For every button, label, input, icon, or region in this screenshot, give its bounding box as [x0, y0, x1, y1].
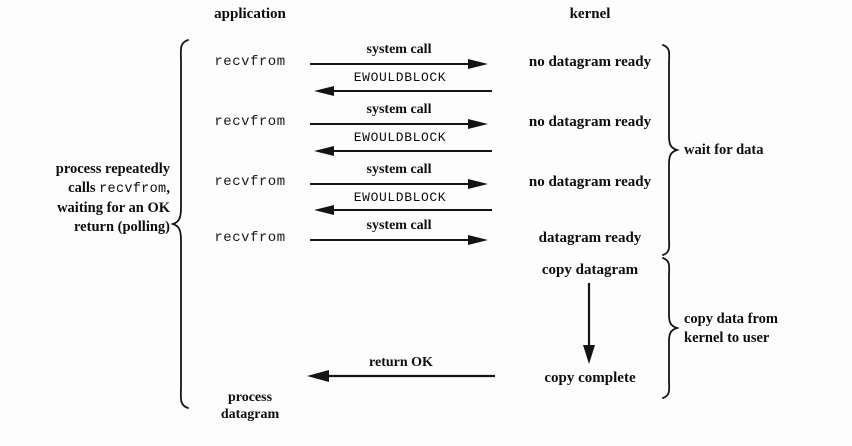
arrow-left-icon [307, 370, 495, 382]
arrow-left-icon [314, 205, 492, 215]
app-call-recvfrom-2: recvfrom [214, 114, 286, 130]
app-call-recvfrom-1: recvfrom [214, 54, 286, 70]
arrow-left-icon [314, 146, 492, 156]
left-annotation-line1: process repeatedly [55, 161, 170, 177]
column-header-application: application [214, 6, 286, 22]
left-annotation-polling: process repeatedly calls recvfrom, waiti… [0, 160, 170, 237]
kernel-state-4: datagram ready [538, 230, 642, 246]
arrow-right-icon [310, 235, 488, 245]
arrow-left-icon [314, 86, 492, 96]
app-process-datagram-line1: process [227, 390, 273, 405]
arrow-label-system-call-2: system call [366, 102, 432, 117]
right-annotation-copy-data-line2: kernel to user [684, 330, 770, 346]
arrow-right-icon [310, 119, 488, 129]
app-process-datagram-line2: datagram [220, 407, 280, 422]
left-annotation-line2-post: , [166, 180, 170, 196]
right-curly-brace-icon [662, 44, 680, 256]
right-annotation-copy-data-line1: copy data from [684, 311, 778, 327]
kernel-copy-datagram: copy datagram [541, 262, 639, 278]
left-annotation-line2: calls recvfrom, [0, 179, 170, 199]
right-curly-brace-icon [662, 257, 680, 399]
column-header-kernel: kernel [569, 6, 611, 22]
app-call-recvfrom-3: recvfrom [214, 174, 286, 190]
kernel-state-2: no datagram ready [528, 114, 652, 130]
arrow-label-system-call-3: system call [366, 162, 432, 177]
left-annotation-line2-pre: calls [68, 180, 100, 196]
arrow-right-icon [310, 59, 488, 69]
right-annotation-wait-for-data: wait for data [684, 142, 764, 158]
arrow-label-ewouldblock-2: EWOULDBLOCK [353, 130, 447, 145]
arrow-label-return-ok: return OK [369, 355, 433, 370]
arrow-down-icon [583, 283, 595, 364]
left-curly-brace-icon [170, 39, 189, 409]
right-annotation-copy-data: copy data from kernel to user [684, 310, 844, 348]
arrow-label-ewouldblock-3: EWOULDBLOCK [353, 190, 447, 205]
arrow-label-ewouldblock-1: EWOULDBLOCK [353, 70, 447, 85]
arrow-label-system-call-4: system call [366, 218, 432, 233]
arrow-label-system-call-1: system call [366, 42, 432, 57]
left-annotation-line4: return (polling) [74, 219, 170, 235]
kernel-state-3: no datagram ready [528, 174, 652, 190]
app-call-recvfrom-4: recvfrom [214, 230, 286, 246]
left-annotation-line3: waiting for an OK [57, 200, 170, 216]
kernel-state-1: no datagram ready [528, 54, 652, 70]
left-annotation-recvfrom: recvfrom [99, 182, 167, 197]
kernel-copy-complete: copy complete [544, 370, 636, 386]
arrow-right-icon [310, 179, 488, 189]
